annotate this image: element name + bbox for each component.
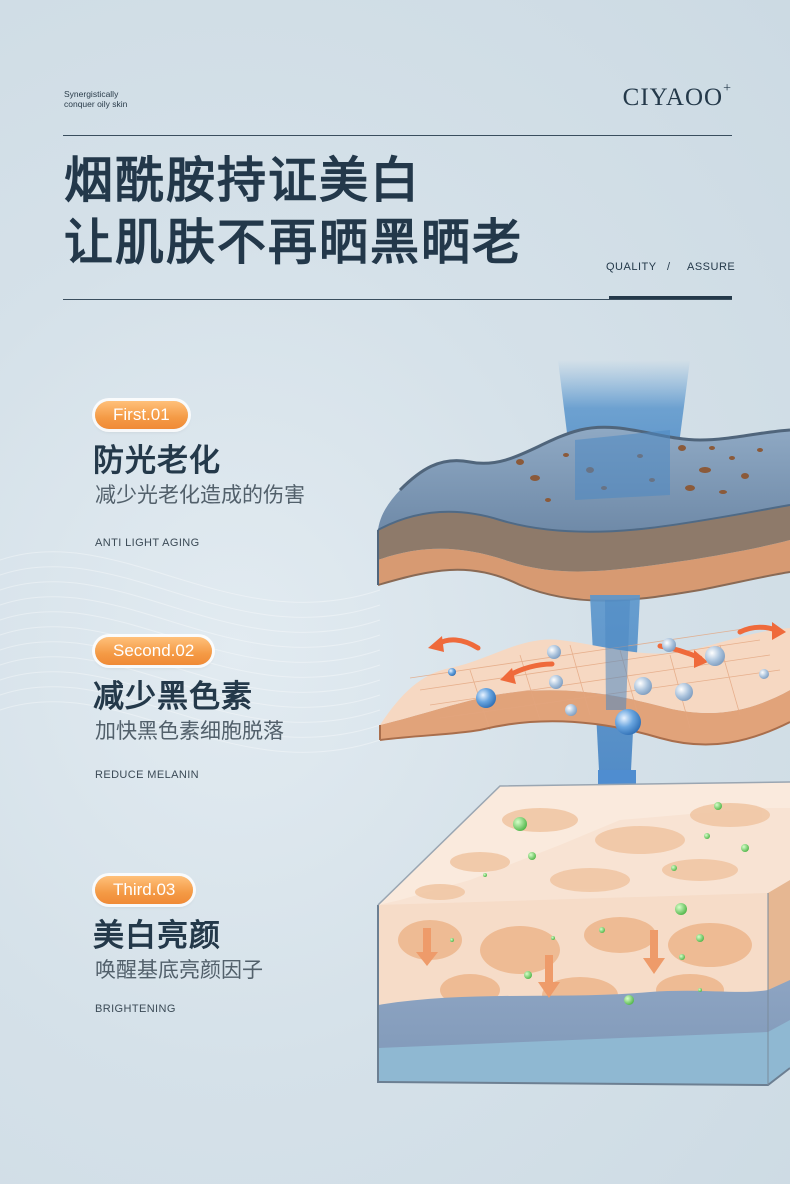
assure-label: ASSURE — [687, 261, 736, 273]
feature-badge-third: Third.03 — [95, 876, 194, 904]
brand-name: CIYAOO — [622, 84, 724, 111]
feature-en-first: ANTI LIGHT AGING — [95, 537, 200, 549]
tagline: Synergistically conquer oily skin — [64, 89, 127, 109]
feature-title-first: 防光老化 — [93, 443, 221, 479]
headline-line1: 烟酰胺持证美白 — [64, 152, 422, 209]
feature-title-third: 美白亮颜 — [93, 918, 221, 954]
feature-desc-third: 唤醒基底亮颜因子 — [95, 958, 263, 982]
headline-line2: 让肌肤不再晒黑晒老 — [64, 214, 524, 271]
feature-desc-second: 加快黑色素细胞脱落 — [95, 719, 284, 743]
feature-title-second: 减少黑色素 — [93, 679, 253, 715]
divider-top — [63, 135, 732, 136]
accent-underline — [609, 296, 732, 299]
tagline-line1: Synergistically — [64, 89, 119, 99]
divider-bottom — [63, 299, 732, 300]
feature-badge-first: First.01 — [95, 401, 188, 429]
brand-logo: CIYAOO+ — [622, 80, 732, 112]
tagline-line2: conquer oily skin — [64, 99, 128, 109]
feature-en-second: REDUCE MELANIN — [95, 769, 200, 781]
quality-label: QUALITY — [606, 261, 657, 273]
feature-badge-second: Second.02 — [95, 637, 213, 665]
brand-mark: + — [723, 80, 732, 96]
quality-separator: / — [667, 261, 671, 273]
feature-desc-first: 减少光老化造成的伤害 — [95, 483, 305, 507]
feature-en-third: BRIGHTENING — [95, 1003, 176, 1015]
